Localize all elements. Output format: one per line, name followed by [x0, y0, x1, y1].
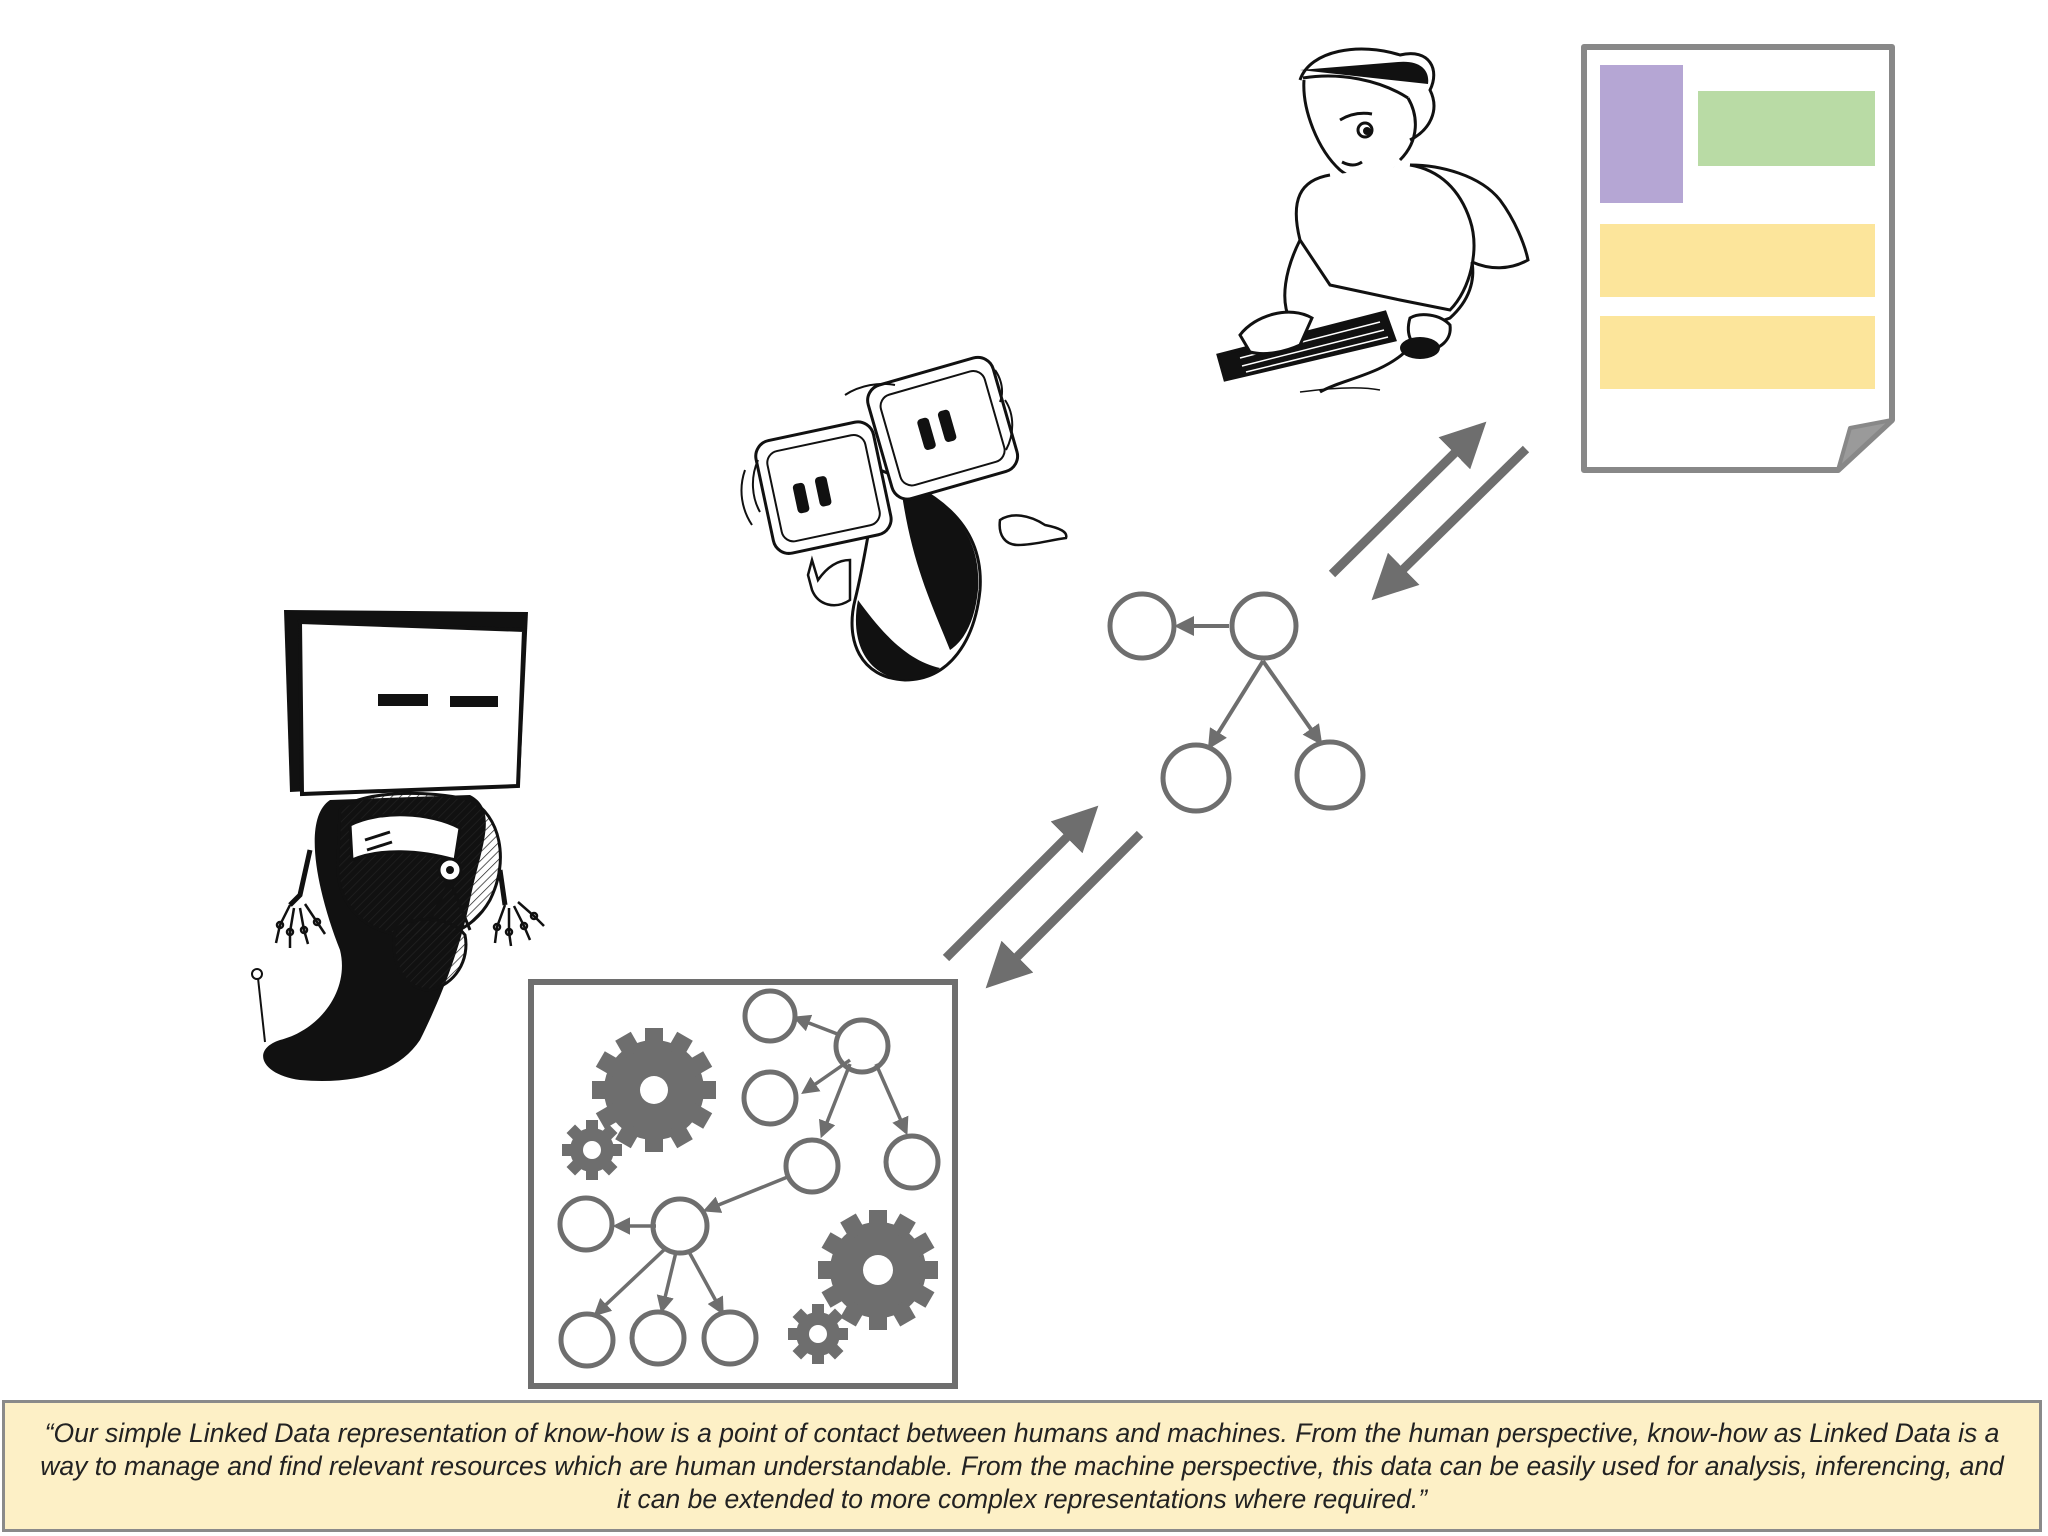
graph-node-icon [557, 1195, 615, 1253]
document-block-green [1698, 91, 1875, 166]
human-at-keyboard-icon [1216, 47, 1530, 394]
graph-node-icon [650, 1196, 710, 1256]
graph-node-icon [741, 1069, 799, 1127]
document-block-yellow-1 [1600, 224, 1875, 297]
caption-text: “Our simple Linked Data representation o… [40, 1417, 2004, 1514]
gear-icon [562, 1120, 622, 1180]
graph-node-icon [742, 988, 798, 1044]
exchange-arrows-upper [1328, 421, 1530, 601]
graph-node-icon [701, 1309, 759, 1367]
arrow-icon [1371, 445, 1530, 601]
document-icon [1581, 44, 1895, 473]
graph-node-icon [1107, 591, 1177, 661]
linked-data-graph [1107, 591, 1366, 814]
arrow-icon [985, 830, 1144, 989]
graph-node-icon [1294, 739, 1366, 811]
caption-box: “Our simple Linked Data representation o… [2, 1400, 2042, 1532]
graph-node-icon [833, 1017, 891, 1075]
graph-node-icon [558, 1311, 616, 1369]
graph-node-icon [1160, 742, 1232, 814]
gear-icon [818, 1210, 938, 1330]
box-head-robot-icon [251, 610, 545, 1081]
gear-icon [788, 1304, 848, 1364]
document-block-purple [1600, 65, 1683, 203]
gear-icon [592, 1028, 716, 1152]
arrow-icon [942, 805, 1099, 962]
graph-node-icon [1229, 591, 1299, 661]
graph-node-icon [783, 1137, 841, 1195]
double-monitor-robot-icon [740, 355, 1068, 682]
document-block-yellow-2 [1600, 316, 1875, 389]
graph-node-icon [629, 1309, 687, 1367]
machine-knowledge-box [528, 979, 958, 1389]
exchange-arrows-lower [942, 805, 1144, 989]
arrow-icon [1328, 421, 1487, 578]
graph-node-icon [883, 1133, 941, 1191]
